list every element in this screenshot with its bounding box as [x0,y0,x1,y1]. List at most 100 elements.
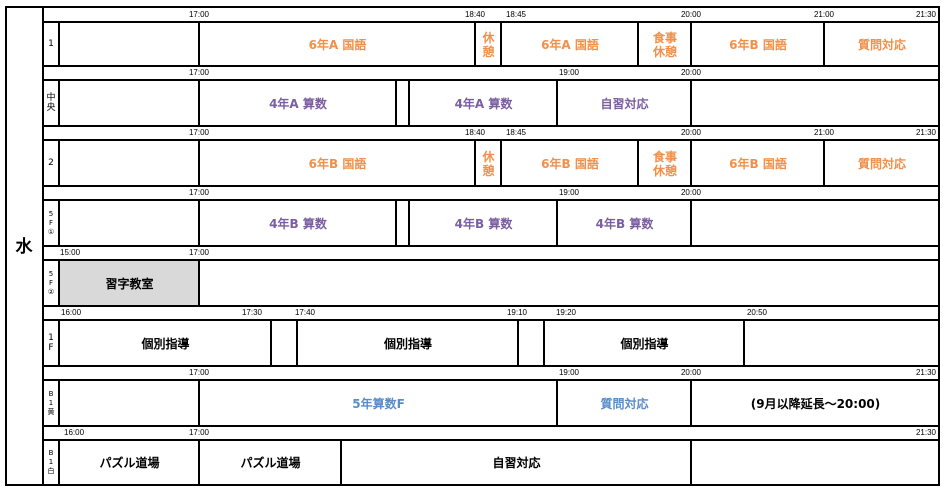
grid-line [823,22,825,66]
grid-line [270,320,272,366]
room-label-text: B1黄 [47,389,55,416]
time-label: 21:00 [813,10,835,19]
cell-text: (9月以降延長～20:00) [750,396,881,411]
time-label: 16:00 [64,428,85,437]
grid-line [43,365,939,367]
grid-line [408,80,410,126]
time-label: 17:30 [241,308,263,317]
schedule-cell: 4年B 算数 [200,201,396,246]
empty-cell [200,261,939,306]
schedule-cell: 6年A 国語 [200,23,475,66]
time-label: 18:45 [505,10,527,19]
empty-cell [519,321,544,366]
grid-line [296,320,298,366]
grid-line [43,439,939,441]
cell-text: パズル道場 [240,455,301,470]
schedule-cell: 6年B 国語 [502,141,638,186]
cell-text: 個別指導 [141,336,190,351]
cell-text: 質問対応 [857,156,906,171]
schedule-cell: 6年B 国語 [200,141,475,186]
grid-line [340,440,342,484]
schedule-cell: パズル道場 [200,441,341,484]
time-label: 17:40 [294,308,316,317]
time-label: 20:00 [680,188,702,197]
cell-text: 5年算数F [352,396,405,411]
day-label: 水 [15,237,33,257]
grid-line [556,380,558,426]
cell-text: 休憩 [482,30,495,59]
grid-line [500,140,502,186]
empty-cell [60,141,199,186]
grid-line [743,320,745,366]
schedule-cell: 質問対応 [825,141,939,186]
schedule-cell: 個別指導 [545,321,744,366]
cell-text: 6年A 国語 [308,37,367,52]
schedule-cell: 食事休憩 [639,23,691,66]
time-label: 19:10 [506,308,528,317]
time-label: 21:00 [813,128,835,137]
time-label: 20:00 [680,10,702,19]
cell-text: 個別指導 [620,336,669,351]
grid-line [198,380,200,426]
grid-line [556,80,558,126]
grid-line [823,140,825,186]
room-label: 5F② [43,260,59,306]
cell-text: 4年B 算数 [269,216,327,231]
room-label: B1黄 [43,380,59,426]
schedule-cell: 食事休憩 [639,141,691,186]
room-label-text: 5F① [47,209,55,236]
cell-text: 6年B 国語 [541,156,599,171]
time-label: 20:00 [680,128,702,137]
time-label: 17:00 [188,188,210,197]
time-label: 15:00 [60,248,81,257]
grid-line [43,185,939,187]
grid-line [58,80,60,126]
schedule-cell: 6年B 国語 [692,23,824,66]
grid-line [690,80,692,126]
cell-text: 6年B 国語 [729,37,787,52]
empty-cell [692,441,939,484]
cell-text: 4年B 算数 [454,216,513,231]
grid-line [58,260,60,306]
grid-line [690,440,692,484]
cell-text: 休憩 [482,149,495,178]
schedule-cell: 個別指導 [298,321,518,366]
grid-line [198,140,200,186]
grid-line [198,22,200,66]
schedule-cell: 休憩 [476,141,501,186]
grid-line [43,425,939,427]
room-label: 中央 [43,80,59,126]
time-label: 16:00 [61,308,82,317]
grid-line [43,199,939,201]
schedule-cell: 4年A 算数 [410,81,557,126]
cell-text: 質問対応 [857,37,906,52]
grid-line [500,22,502,66]
grid-line [58,22,60,66]
grid-line [474,140,476,186]
empty-cell [60,23,199,66]
grid-line [58,320,60,366]
grid-line [690,140,692,186]
room-label: 2 [48,158,54,168]
empty-cell [272,321,297,366]
grid-line [198,260,200,306]
time-label: 21:30 [915,368,936,377]
schedule-cell: 習字教室 [60,261,199,306]
cell-text: 4年A 算数 [454,96,513,111]
cell-text: 自習対応 [492,455,541,470]
time-label: 20:50 [746,308,768,317]
schedule-cell: 4年B 算数 [410,201,557,246]
cell-text: 6年B 国語 [729,156,787,171]
grid-line [198,200,200,246]
grid-line [58,440,60,484]
time-label: 21:30 [915,428,936,437]
cell-text: 自習対応 [600,96,649,111]
grid-line [43,139,939,141]
time-label: 19:00 [558,188,580,197]
empty-cell [60,81,199,126]
room-label: 5F① [43,200,59,246]
grid-line [5,6,7,486]
schedule-cell: 個別指導 [60,321,271,366]
grid-line [43,65,939,67]
time-label: 18:45 [505,128,527,137]
